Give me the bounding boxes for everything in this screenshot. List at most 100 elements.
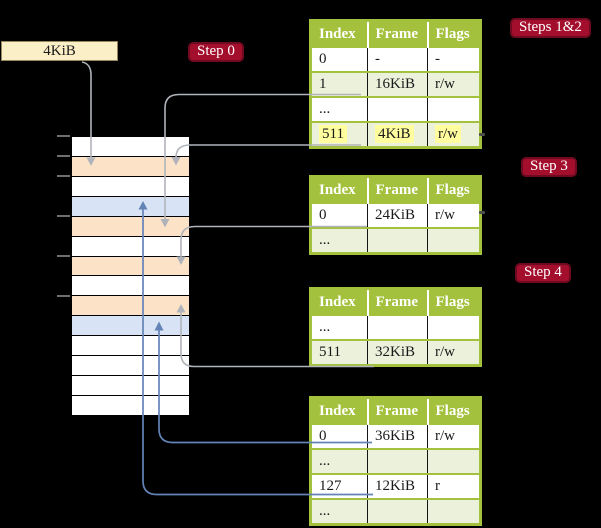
memory-frame-row-13 (72, 395, 189, 415)
memory-frame-row-7 (72, 276, 189, 297)
highlighted-value: 511 (319, 125, 347, 143)
column-header-index: Index (310, 176, 368, 203)
table-cell: 4KiB (367, 121, 428, 148)
column-header-flags: Flags (426, 397, 481, 424)
table-cell: ... (310, 227, 368, 254)
address-tick (57, 135, 70, 137)
table-cell: 36KiB (367, 423, 428, 449)
column-header-index: Index (310, 288, 368, 315)
address-tick (57, 215, 70, 217)
table-cell: ... (310, 314, 368, 340)
table-cell: ... (310, 498, 368, 525)
table-row: 0-- (310, 46, 481, 72)
table-row: 511 4KiB r/w (310, 121, 481, 148)
table-cell (367, 314, 428, 340)
column-header-frame: Frame (366, 20, 428, 47)
table-row: ... (310, 227, 481, 254)
column-header-index: Index (310, 397, 368, 424)
physical-memory-column (71, 136, 190, 416)
table-cell: r/w (427, 202, 481, 228)
table-cell: 511 (310, 121, 368, 148)
memory-frame-row-3 (72, 196, 189, 217)
table-cell: 0 (310, 423, 368, 449)
table-cell: r/w (427, 339, 481, 366)
memory-frame-row-8 (72, 296, 189, 317)
address-tick (57, 255, 70, 257)
table-cell: 12KiB (367, 473, 428, 499)
badge-step-4: Step 4 (515, 263, 571, 283)
table-cell: r/w (427, 121, 481, 148)
arrow-stub (479, 211, 485, 214)
table-cell: 127 (310, 473, 368, 499)
table-cell (427, 448, 481, 474)
memory-frame-row-9 (72, 316, 189, 337)
memory-frame-row-5 (72, 236, 189, 257)
column-header-frame: Frame (366, 288, 428, 315)
highlighted-value: r/w (435, 125, 461, 143)
table-cell (427, 498, 481, 525)
table-cell: - (427, 46, 481, 72)
table-cell: r/w (427, 71, 481, 97)
table-cell: 0 (310, 46, 368, 72)
table-cell (367, 227, 428, 254)
memory-frame-row-6 (72, 256, 189, 277)
column-header-flags: Flags (426, 20, 481, 47)
column-header-frame: Frame (366, 176, 428, 203)
column-header-flags: Flags (426, 176, 481, 203)
arrow-stub (479, 133, 485, 136)
table-cell (367, 448, 428, 474)
table-row: ... (310, 448, 481, 474)
table-cell: r/w (427, 423, 481, 449)
memory-frame-row-0 (72, 137, 189, 157)
table-cell: ... (310, 448, 368, 474)
table-cell: 0 (310, 202, 368, 228)
table-cell: r (427, 473, 481, 499)
badge-step-3: Step 3 (521, 157, 577, 177)
table-cell: 24KiB (367, 202, 428, 228)
memory-frame-row-2 (72, 176, 189, 197)
table-cell: 16KiB (367, 71, 428, 97)
table-cell (367, 498, 428, 525)
column-header-frame: Frame (366, 397, 428, 424)
badge-step-0: Step 0 (188, 42, 244, 62)
table-row: ... (310, 498, 481, 525)
memory-frame-row-4 (72, 216, 189, 237)
table-cell: 511 (310, 339, 368, 366)
table-row: ... (310, 314, 481, 340)
column-header-flags: Flags (426, 288, 481, 315)
memory-frame-row-1 (72, 156, 189, 177)
address-tick (57, 155, 70, 157)
column-header-index: Index (310, 20, 368, 47)
table-cell (427, 96, 481, 122)
table-cell: ... (310, 96, 368, 122)
table-cell (367, 96, 428, 122)
memory-frame-row-12 (72, 376, 189, 396)
memory-frame-row-10 (72, 336, 189, 357)
badge-steps-1-2: Steps 1&2 (510, 18, 591, 38)
table-cell (427, 314, 481, 340)
address-tick (57, 174, 70, 177)
table-cell: - (367, 46, 428, 72)
highlighted-value: 4KiB (375, 125, 414, 143)
table-cell: 1 (310, 71, 368, 97)
frame-size-box: 4KiB (1, 41, 118, 61)
table-row: ... (310, 96, 481, 122)
